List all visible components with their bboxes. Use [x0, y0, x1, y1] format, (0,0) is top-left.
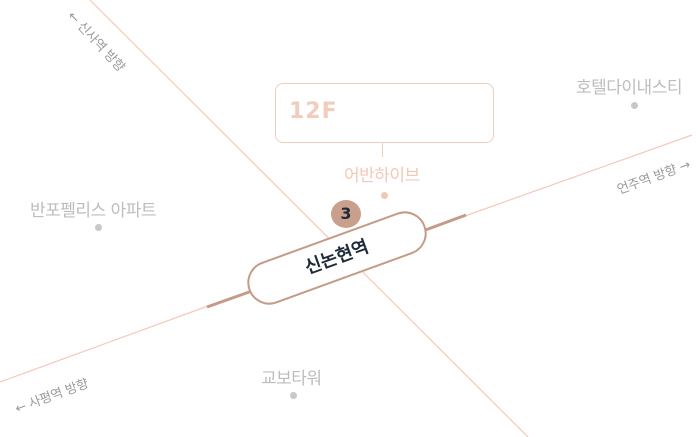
- landmark-dot-apartment: [95, 224, 102, 231]
- landmark-label-kyobo: 교보타워: [261, 369, 322, 389]
- landmark-label-apartment: 반포펠리스 아파트: [30, 201, 157, 221]
- floor-label: 12F: [289, 99, 338, 124]
- exit-number-badge: 3: [331, 200, 361, 228]
- road-diagonal: [89, 0, 529, 437]
- road-main-west: [206, 289, 253, 309]
- road-thin-east: [464, 134, 693, 217]
- road-main-east: [419, 213, 467, 234]
- floor-box-connector: [382, 143, 383, 157]
- landmark-label-hotel: 호텔다이내스티: [576, 78, 682, 98]
- road-thin-west: [0, 305, 209, 383]
- landmark-dot-kyobo: [290, 392, 297, 399]
- landmark-dot-hotel: [631, 102, 638, 109]
- destination-building-dot: [381, 192, 388, 199]
- destination-floor-box: 12F: [275, 83, 494, 143]
- destination-building-label: 어반하이브: [344, 166, 420, 186]
